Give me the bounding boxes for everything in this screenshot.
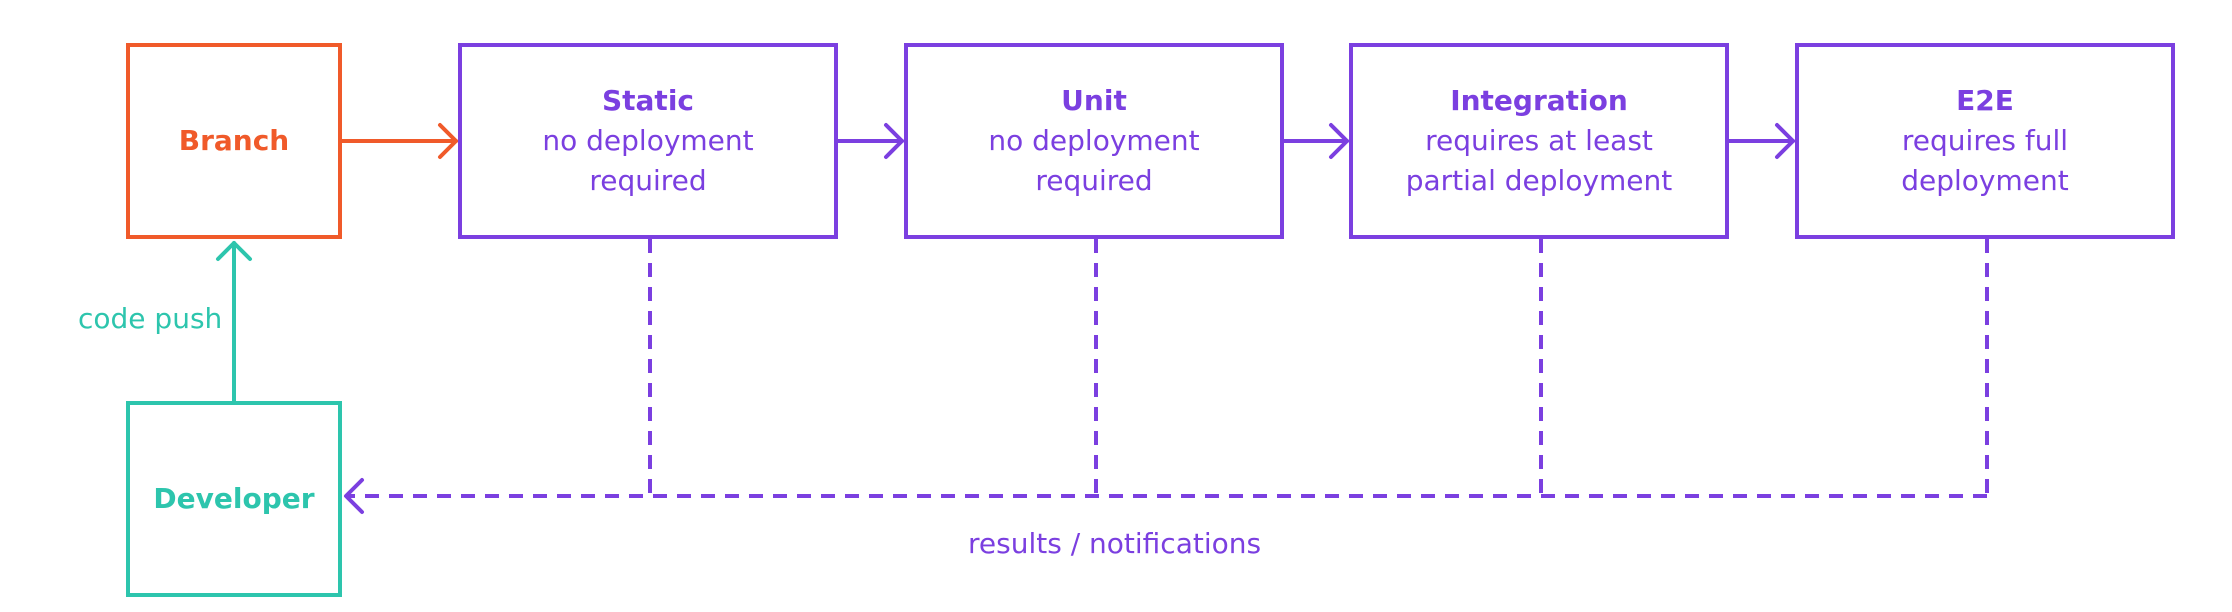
results-notifications-label: results / notifications bbox=[968, 527, 1262, 560]
e2e-line1: requires full bbox=[1901, 124, 2069, 157]
unit-stage-node: Unit no deployment required bbox=[904, 43, 1284, 239]
unit-to-integration-arrow bbox=[1282, 123, 1349, 159]
code-push-label: code push bbox=[78, 302, 223, 335]
static-line2: required bbox=[589, 164, 707, 197]
results-arrowhead bbox=[344, 478, 364, 514]
integration-stage-node: Integration requires at least partial de… bbox=[1349, 43, 1729, 239]
integration-to-e2e-arrow bbox=[1727, 123, 1795, 159]
e2e-line2: deployment bbox=[1901, 164, 2069, 197]
integration-title: Integration bbox=[1450, 84, 1628, 117]
results-feedback-lines bbox=[346, 239, 1989, 498]
integration-line2: partial deployment bbox=[1405, 164, 1673, 197]
unit-line1: no deployment bbox=[988, 124, 1200, 157]
developer-title: Developer bbox=[153, 482, 315, 515]
branch-title: Branch bbox=[178, 124, 290, 157]
branch-node: Branch bbox=[126, 43, 342, 239]
code-push-arrow bbox=[216, 241, 252, 403]
branch-to-static-arrow bbox=[340, 123, 458, 159]
integration-line1: requires at least bbox=[1425, 124, 1653, 157]
static-title: Static bbox=[601, 84, 695, 117]
developer-node: Developer bbox=[126, 401, 342, 597]
unit-line2: required bbox=[1035, 164, 1153, 197]
e2e-title: E2E bbox=[1956, 84, 2014, 117]
static-to-unit-arrow bbox=[836, 123, 904, 159]
unit-title: Unit bbox=[1061, 84, 1127, 117]
static-line1: no deployment bbox=[542, 124, 754, 157]
e2e-stage-node: E2E requires full deployment bbox=[1795, 43, 2175, 239]
static-stage-node: Static no deployment required bbox=[458, 43, 838, 239]
